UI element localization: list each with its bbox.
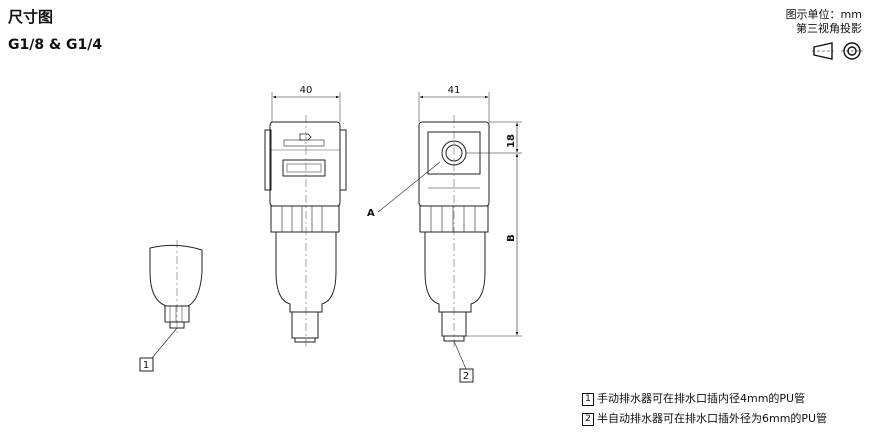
dim-top-offset: 18 [506,134,517,148]
note-item: 1 手动排水器可在排水口插内径4mm的PU管 [582,389,827,409]
dim-height: B [506,234,517,242]
notes-list: 1 手动排水器可在排水口插内径4mm的PU管 2 半自动排水器可在排水口插外径为… [582,389,827,429]
page-title: 尺寸图 [8,8,54,26]
third-angle-projection-icon [812,42,863,60]
note-text: 手动排水器可在排水口插内径4mm的PU管 [597,392,806,405]
units-line: 图示单位：mm [785,8,862,21]
note-item: 2 半自动排水器可在排水口插外径为6mm的PU管 [582,409,827,429]
callout-1: 1 [143,360,149,371]
units-note: 图示单位：mm 第三视角投影 [786,8,862,36]
note-text: 半自动排水器可在排水口插外径为6mm的PU管 [597,412,828,425]
side-view [377,92,522,370]
projection-line: 第三视角投影 [796,22,862,35]
front-view [264,92,347,350]
manual-drain-detail [139,240,203,372]
note-number: 1 [582,392,594,406]
callout-2: 2 [463,371,469,382]
model-subtitle: G1/8 & G1/4 [8,37,103,53]
dim-side-width: 41 [448,85,461,96]
note-number: 2 [582,412,594,426]
dim-front-width: 40 [300,85,313,96]
callout-2-box [459,368,474,383]
callout-a: A [367,208,375,219]
